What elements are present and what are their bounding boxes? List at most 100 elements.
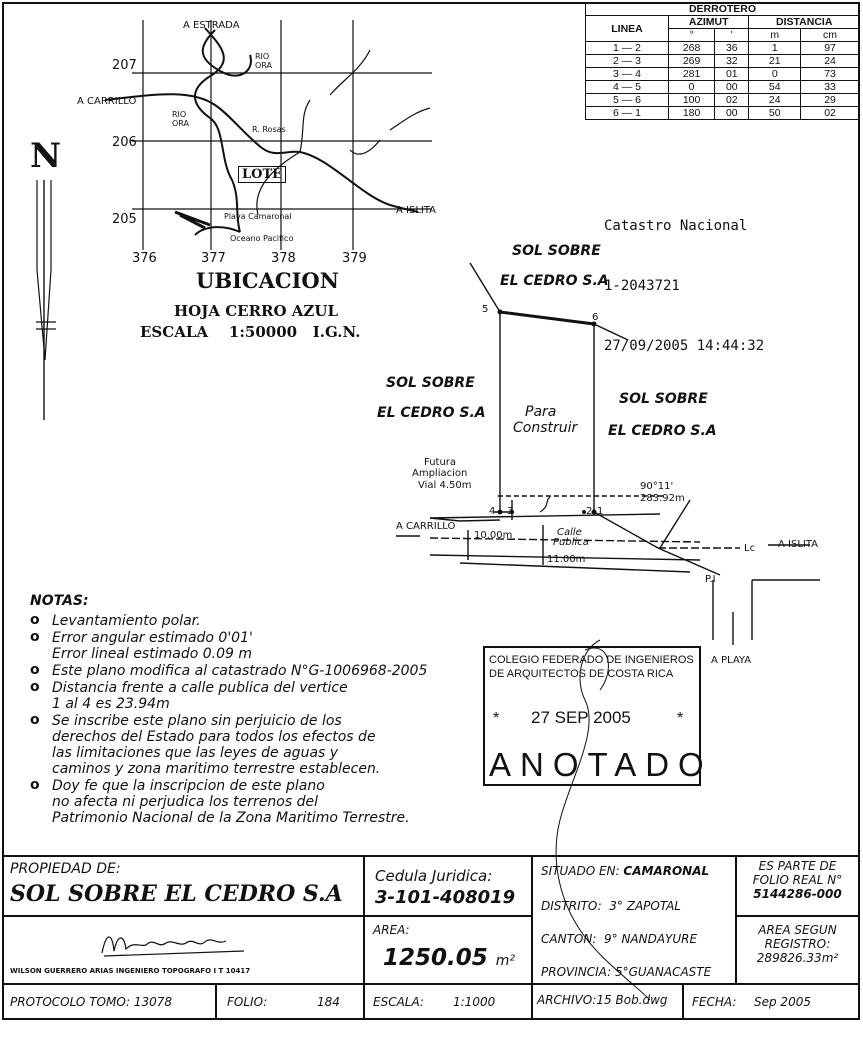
calle-2: Publica (553, 537, 589, 548)
cell: 281 (667, 67, 716, 81)
x-tick: 378 (271, 251, 296, 266)
y-tick: 205 (112, 212, 137, 227)
list-item: Se inscribe este plano sin perjuicio de … (30, 712, 427, 777)
area-reg-3: 289826.33m² (756, 951, 839, 965)
ubicacion-hoja: HOJA CERRO AZUL (174, 302, 339, 320)
map-label-rio-2: RIO ORA (172, 110, 190, 128)
cedula-label: Cedula Juridica: (375, 867, 493, 885)
escala-label: ESCALA: (373, 995, 424, 1009)
archivo-cell: ARCHIVO:15 Bob.dwg (531, 983, 684, 1020)
notes-title: NOTAS: (30, 593, 89, 609)
area-cell: AREA: 1250.05 m² (363, 915, 533, 985)
protocolo: PROTOCOLO TOMO: 13078 (10, 995, 173, 1009)
list-item: Este plano modifica al catastrado N°G-10… (30, 662, 427, 679)
area-value: 1250.05 (383, 945, 488, 971)
ubicacion-escala: ESCALA 1:50000 I.G.N. (140, 323, 361, 341)
map-label-carrillo: A CARRILLO (77, 96, 137, 107)
futura-3: Vial 4.50m (418, 480, 472, 491)
map-label-rosas: R. Rosas (252, 125, 286, 134)
vertex-3: 3 (507, 506, 514, 517)
area-label: AREA: (373, 923, 410, 937)
fecha-value: Sep 2005 (754, 995, 811, 1009)
map-label-lote: LOTE (238, 166, 287, 183)
x-tick: 379 (342, 251, 367, 266)
catastro-datetime: 27/09/2005 14:44:32 (604, 338, 765, 354)
star-icon: * (677, 710, 684, 727)
situado-cell: SITUADO EN: CAMARONAL DISTRITO: 3° ZAPOT… (531, 855, 737, 985)
owner-left-2: EL CEDRO S.A (377, 405, 486, 421)
road-label-carrillo: A CARRILLO (396, 521, 456, 532)
list-item: Levantamiento polar. (30, 612, 427, 629)
propiedad-value: SOL SOBRE EL CEDRO S.A (10, 881, 343, 907)
stamp-date: 27 SEP 2005 (531, 708, 631, 727)
canton-value: 9° NANDAYURE (604, 932, 698, 946)
calle-1: Calle (557, 527, 582, 538)
cell: 02 (800, 106, 860, 120)
x-tick: 377 (201, 251, 226, 266)
distrito-value: 3° ZAPOTAL (609, 899, 681, 913)
canton-label: CANTON: (541, 932, 597, 946)
catastro-stamp: Catastro Nacional 1-2043721 27/09/2005 1… (604, 176, 764, 376)
cell: 50 (748, 106, 802, 120)
list-item: Doy fe que la inscripcion de este plano … (30, 777, 427, 826)
escala-cell: ESCALA: 1:1000 (363, 983, 533, 1020)
vertex-5: 5 (482, 304, 489, 315)
cedula-value: 3-101-408019 (375, 887, 516, 908)
list-item: Error angular estimado 0'01' Error linea… (30, 629, 427, 662)
cell: 180 (667, 106, 716, 120)
owner-left-1: SOL SOBRE (386, 375, 475, 391)
width-11: 11.00m (547, 554, 586, 565)
vertex-6: 6 (592, 312, 599, 323)
escala-value: 1:1000 (453, 995, 496, 1009)
map-label-oceano: Oceano Pacifico (230, 234, 294, 243)
area-reg-2: REGISTRO: (764, 937, 831, 951)
folio-real-cell: ES PARTE DE FOLIO REAL N° 5144286-000 (735, 855, 860, 917)
x-tick: 376 (132, 251, 157, 266)
map-label-islita: A ISLITA (396, 205, 437, 216)
cell: 3 — 4 (585, 67, 669, 81)
anotado-stamp: COLEGIO FEDERADO DE INGENIEROS DE ARQUIT… (483, 646, 704, 786)
folio-value: 184 (317, 995, 340, 1009)
area-unit: m² (495, 953, 516, 969)
archivo: ARCHIVO:15 Bob.dwg (537, 993, 668, 1007)
vertex-2: 2 (586, 506, 593, 517)
road-label-islita: A ISLITA (778, 539, 819, 550)
map-label-estrada: A ESTRADA (183, 20, 240, 31)
map-label-playa: Playa Camaronal (224, 212, 292, 221)
protocolo-cell: PROTOCOLO TOMO: 13078 (2, 983, 217, 1020)
col-linea: LINEA (585, 15, 669, 42)
vertex-1: 1 (597, 506, 604, 517)
situado-value: CAMARONAL (623, 864, 710, 878)
center-label-2: Construir (513, 420, 578, 436)
map-label-rio-1: RIO ORA (255, 52, 273, 70)
y-tick: 207 (112, 58, 137, 73)
cell: 6 — 1 (585, 106, 669, 120)
signer-name: WILSON GUERRERO ARIAS INGENIERO TOPOGRAF… (10, 967, 251, 975)
stamp-line-1: COLEGIO FEDERADO DE INGENIEROS (489, 654, 694, 666)
folio-cell: FOLIO: 184 (215, 983, 365, 1020)
ubicacion-title: UBICACION (196, 268, 339, 293)
y-tick: 206 (112, 135, 137, 150)
area-reg-1: AREA SEGUN (758, 923, 837, 937)
futura-1: Futura (424, 457, 457, 468)
folio-label: FOLIO: (227, 995, 268, 1009)
signature-icon (101, 936, 245, 957)
catastro-number: 1-2043721 (604, 278, 680, 294)
list-item: Distancia frente a calle publica del ver… (30, 679, 427, 712)
distrito-label: DISTRITO: (541, 899, 602, 913)
catastro-title: Catastro Nacional (604, 218, 748, 234)
center-label-1: Para (525, 404, 557, 420)
pi-label: P.I (705, 574, 716, 585)
lc-label: Lc (744, 543, 756, 554)
signature-cell: WILSON GUERRERO ARIAS INGENIERO TOPOGRAF… (2, 915, 365, 985)
vertex-4: 4 (489, 506, 496, 517)
folio-real-2: FOLIO REAL N° (752, 873, 843, 887)
cell: 00 (714, 106, 750, 120)
stamp-line-2: DE ARQUITECTOS DE COSTA RICA (489, 668, 674, 680)
situado-label: SITUADO EN: (541, 864, 620, 878)
stamp-anotado: ANOTADO (489, 746, 713, 783)
